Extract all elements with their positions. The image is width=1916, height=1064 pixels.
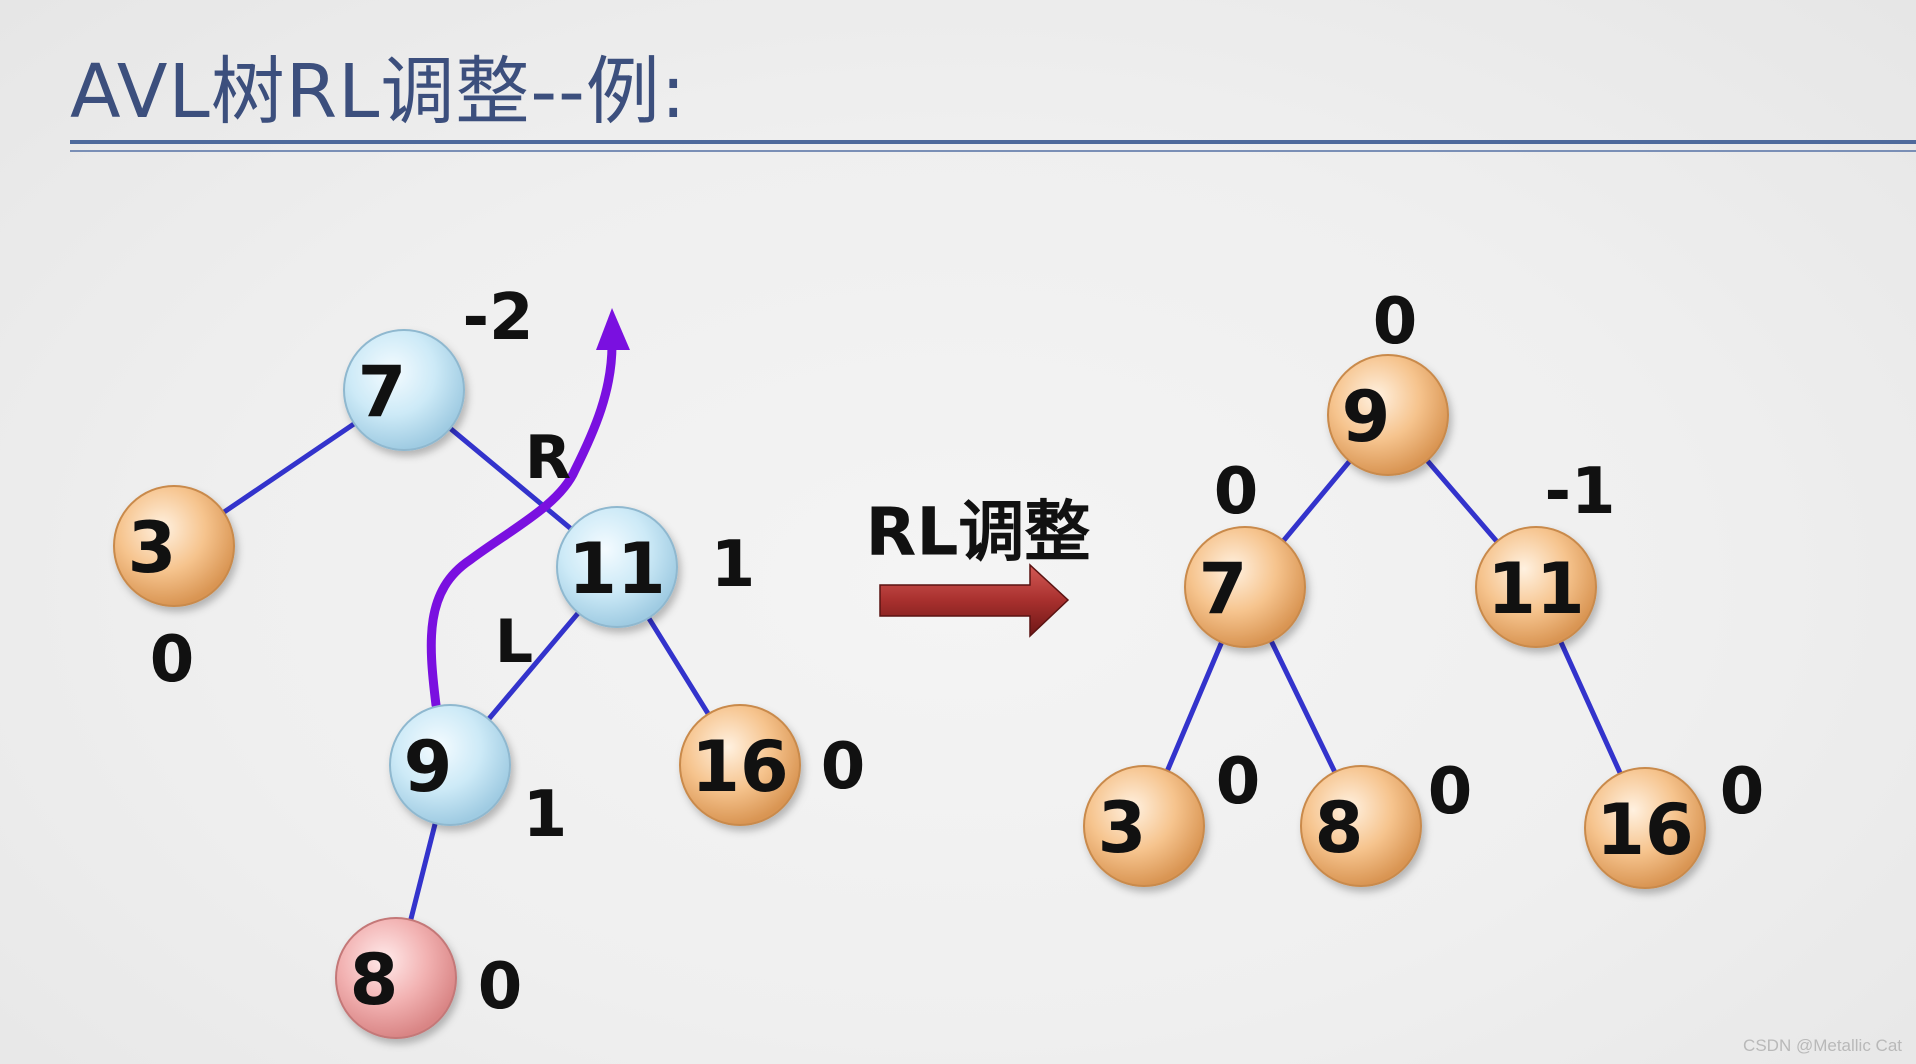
after-node-key: 8 [1315,787,1364,869]
before-node-key: 16 [691,726,788,808]
before-balance-factor: 1 [711,528,756,602]
before-node-key: 3 [128,507,177,589]
before-node-circle [335,917,457,1039]
after-node-7: 7 [1184,526,1306,648]
rotation-path-curve [426,340,617,710]
after-edge-11-16 [1558,639,1623,776]
before-node-circle [389,704,511,826]
tree-edges [221,421,1623,923]
before-balance-factor: 0 [478,950,523,1024]
after-node-circle [1584,767,1706,889]
after-balance-factor: 0 [1373,285,1418,359]
after-edge-9-11 [1424,457,1500,545]
after-node-key: 16 [1596,789,1693,871]
after-node-9: 9 [1327,354,1449,476]
after-balance-factor: -1 [1544,455,1615,529]
after-balance-factor: 0 [1214,455,1259,529]
after-node-circle [1327,354,1449,476]
after-edge-9-7 [1280,458,1353,544]
edge-label-r: R [525,423,571,493]
before-balance-factor: 0 [150,623,195,697]
before-node-key: 9 [404,726,453,808]
before-node-circle [679,704,801,826]
transform-label: RL调整 [866,494,1091,571]
before-node-circle [556,506,678,628]
before-edge-11-16 [646,615,711,717]
rotation-path [426,308,630,710]
after-node-key: 3 [1098,787,1147,869]
before-edge-7-3 [221,421,357,515]
right-arrow-icon [879,563,1070,638]
before-node-9: 9 [389,704,511,826]
after-node-8: 8 [1300,765,1422,887]
after-node-3: 3 [1083,765,1205,887]
title-rule-top [70,140,1916,144]
before-node-key: 7 [358,351,407,433]
slide-title: AVL树RL调整--例: [70,49,687,135]
after-node-circle [1083,765,1205,887]
before-node-key: 8 [350,939,399,1021]
after-node-circle [1184,526,1306,648]
after-balance-factor: 0 [1720,755,1765,829]
before-node-11: 11 [556,506,678,628]
after-balance-factor: 0 [1216,745,1261,819]
after-node-circle [1300,765,1422,887]
before-node-16: 16 [679,704,801,826]
edge-label-l: L [495,607,533,677]
after-node-16: 16 [1584,767,1706,889]
before-node-circle [343,329,465,451]
before-node-7: 7 [343,329,465,451]
before-edge-11-9 [486,610,581,722]
before-node-key: 11 [568,528,665,610]
after-node-circle [1475,526,1597,648]
before-node-circle [113,485,235,607]
after-balance-factor: 0 [1428,755,1473,829]
before-node-3: 3 [113,485,235,607]
before-node-8: 8 [335,917,457,1039]
after-edge-7-3 [1164,639,1225,774]
after-node-key: 11 [1487,548,1584,630]
after-node-key: 7 [1199,548,1248,630]
before-balance-factor: -2 [462,281,533,355]
title-rule-bottom [70,150,1916,152]
before-balance-factor: 0 [821,730,866,804]
before-edge-7-11 [447,425,574,532]
watermark: CSDN @Metallic Cat [1743,1036,1902,1055]
after-node-key: 9 [1342,376,1391,458]
before-balance-factor: 1 [523,778,568,852]
rotation-path-arrowhead-icon [596,308,630,350]
after-node-11: 11 [1475,526,1597,648]
before-edge-9-8 [408,820,438,923]
transform-group: RL调整 [866,494,1091,638]
after-edge-7-8 [1268,638,1338,775]
